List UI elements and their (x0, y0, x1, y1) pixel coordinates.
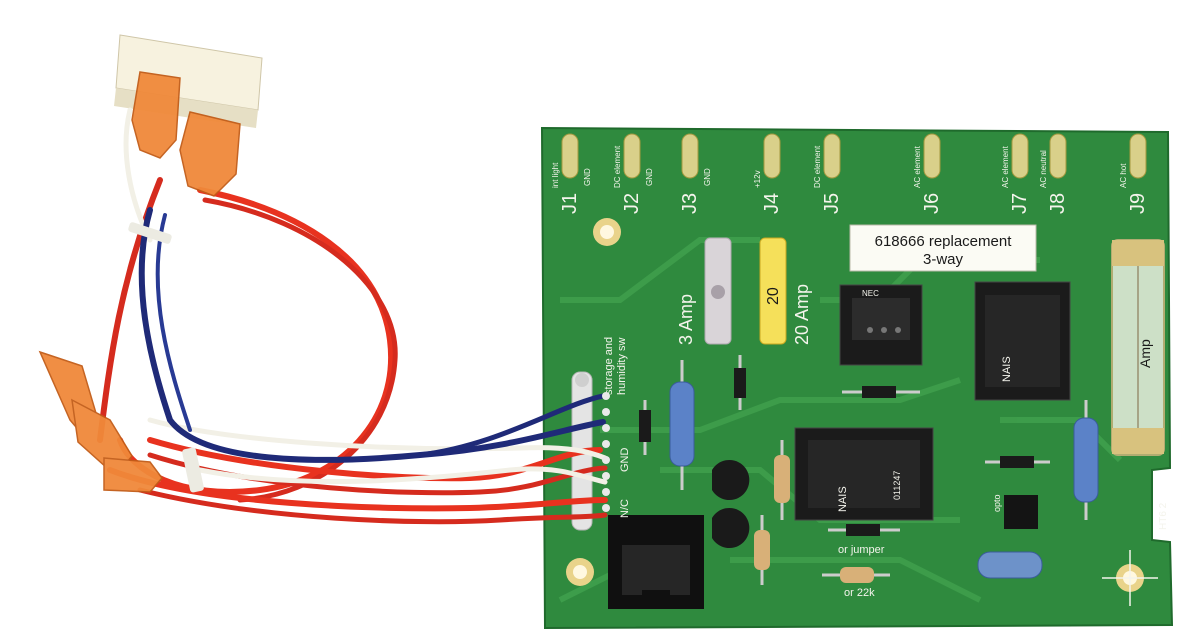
connector-j4: J4 +12v (753, 133, 783, 214)
resistor-tan-lower (754, 515, 770, 585)
connector-j1: J1 int light GND (551, 133, 592, 214)
relay-nec-text: NEC (862, 289, 879, 298)
resistor-tan-bottom (822, 567, 890, 583)
connector-function-label: AC element (1001, 145, 1010, 188)
relay-nais-right: NAIS (974, 281, 1071, 401)
sticker-line-1: 618666 replacement (875, 233, 1013, 250)
relay-center-text-1: NAIS (837, 486, 849, 512)
transistor (712, 507, 750, 548)
transistor (712, 459, 750, 501)
storage-label-1: storage and (603, 337, 615, 395)
connector-j9: J9 AC hot (1119, 133, 1149, 214)
relay-nais-center: NAIS 011247 (794, 427, 934, 521)
nc-label: N/C (619, 499, 631, 518)
connector-j5: J5 DC element (813, 133, 843, 214)
diode (842, 386, 920, 398)
blade-fuse-20a: 20 (759, 237, 787, 345)
connector-id-label: J7 (1009, 193, 1031, 214)
connector-ground-label: GND (703, 168, 712, 186)
opto-label: opto (992, 494, 1002, 512)
mounting-hole (1102, 550, 1158, 606)
connector-function-label: DC element (813, 145, 822, 188)
glass-fuse: Amp (1111, 239, 1165, 456)
connector-id-label: J5 (821, 193, 843, 214)
spade-terminal (179, 111, 241, 197)
jumper-label: or jumper (838, 544, 885, 556)
opto-chip: opto (992, 494, 1038, 529)
blade-fuse-3a (704, 237, 732, 345)
connector-function-label: AC neutral (1039, 150, 1048, 188)
connector-j8: J8 AC neutral (1039, 133, 1069, 214)
spade-terminal (131, 71, 181, 159)
rj-jack (608, 515, 704, 609)
connector-j6: J6 AC element (913, 133, 943, 214)
mounting-hole (566, 558, 594, 586)
diode (828, 524, 900, 536)
resistor-tan (774, 440, 790, 520)
cable-tie (128, 222, 172, 244)
fuse-20a-value: 20 (765, 287, 782, 305)
wire-harness (38, 34, 610, 525)
fuse-20a-label: 20 Amp (792, 284, 812, 345)
connector-id-label: J8 (1047, 193, 1069, 214)
sticker-line-2: 3-way (923, 251, 964, 268)
connector-id-label: J2 (621, 193, 643, 214)
connector-id-label: J3 (679, 193, 701, 214)
connector-ground-label: GND (583, 168, 592, 186)
capacitor-blue (977, 551, 1043, 579)
gnd-label: GND (619, 448, 631, 473)
cable-tie (182, 447, 204, 493)
connector-function-label: int light (551, 162, 560, 188)
storage-label-2: humidity sw (616, 337, 628, 395)
connector-function-label: AC hot (1119, 163, 1128, 188)
connector-function-label: DC element (613, 145, 622, 188)
connector-function-label: +12v (753, 170, 762, 188)
relay-center-text-2: 011247 (892, 471, 902, 500)
resistor-blue-right (1073, 400, 1099, 520)
connector-id-label: J6 (921, 193, 943, 214)
spade-terminal (103, 457, 163, 493)
resistor-label: or 22k (844, 587, 875, 599)
relay-right-text: NAIS (1001, 356, 1013, 382)
connector-id-label: J9 (1127, 193, 1149, 214)
connector-ground-label: GND (645, 168, 654, 186)
diode (985, 456, 1050, 468)
relay-nec: NEC (839, 284, 923, 366)
resistor-blue (669, 360, 695, 490)
diode (639, 400, 651, 455)
connector-id-label: J4 (761, 193, 783, 214)
connector-j7: J7 AC element (1001, 133, 1031, 214)
glass-fuse-text: Amp (1137, 339, 1153, 368)
connector-id-label: J1 (559, 193, 581, 214)
mounting-hole (593, 218, 621, 246)
replacement-sticker: 618666 replacement 3-way (849, 224, 1037, 272)
fuse-3a-label: 3 Amp (676, 294, 696, 345)
diode (734, 355, 746, 410)
board-code: HT6 2 (1158, 502, 1169, 530)
connector-function-label: AC element (913, 145, 922, 188)
